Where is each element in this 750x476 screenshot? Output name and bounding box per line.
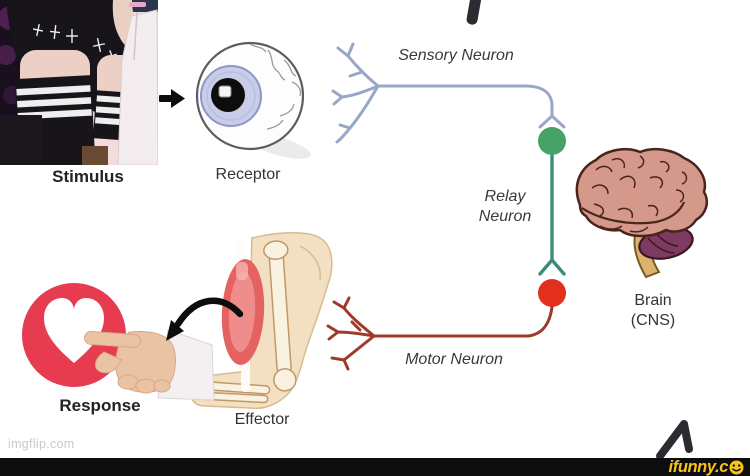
sensory-terminal-dot (538, 127, 566, 155)
motor-neuron-label: Motor Neuron (405, 351, 503, 368)
smiley-icon (729, 460, 744, 475)
pen-mark-bottom (656, 420, 693, 460)
effector-label: Effector (234, 411, 290, 428)
relay-neuron-path (538, 154, 566, 276)
imgflip-watermark: imgflip.com (8, 437, 75, 451)
right-arrow-icon (159, 89, 185, 108)
footer-bar: ifunny.c (0, 458, 750, 476)
relay-neuron-label: Relay Neuron (478, 188, 532, 225)
eye-veins (249, 43, 302, 130)
receptor-eye-illustration (195, 41, 311, 159)
photo-desk-item (82, 146, 108, 165)
motor-terminal-dot (538, 279, 566, 307)
ifunny-watermark: ifunny.c (668, 458, 729, 476)
pen-mark-top (466, 0, 482, 25)
sensory-neuron-label: Sensory Neuron (398, 47, 514, 64)
pointing-hand (84, 329, 215, 401)
heart-icon (44, 298, 104, 363)
response-label: Response (59, 396, 141, 415)
brain-cns-label: Brain (CNS) (630, 292, 676, 329)
receptor-label: Receptor (215, 166, 281, 183)
effector-arm-illustration (189, 232, 333, 410)
brain-gyri (591, 155, 688, 233)
stimulus-label: Stimulus (52, 167, 124, 186)
motor-neuron-path (326, 296, 554, 371)
curved-arrow-icon (166, 297, 244, 341)
photo-bag (117, 9, 158, 165)
sensory-neuron-path (331, 42, 566, 144)
stimulus-photo (0, 0, 158, 165)
brain-illustration (575, 147, 708, 279)
